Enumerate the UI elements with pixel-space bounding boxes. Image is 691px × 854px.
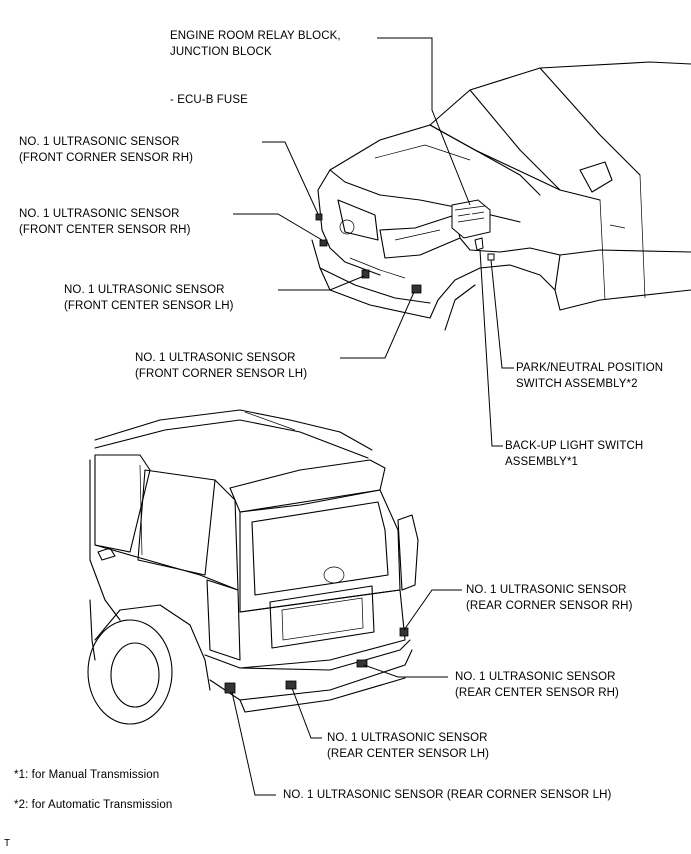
- front-center-sensor-lh: [361, 269, 370, 279]
- label-backup-light-line2: ASSEMBLY*1: [505, 456, 579, 468]
- label-rear-center-lh-line2: (REAR CENTER SENSOR LH): [327, 748, 490, 760]
- backup-light-switch-part: [474, 237, 484, 251]
- leader-rear-corner-lh: [231, 691, 276, 796]
- label-front-corner-lh-line2: (FRONT CORNER SENSOR LH): [135, 368, 308, 380]
- label-front-corner-rh-line1: NO. 1 ULTRASONIC SENSOR: [19, 136, 180, 148]
- front-corner-sensor-lh: [411, 284, 422, 294]
- rear-center-sensor-rh: [356, 659, 368, 668]
- label-front-center-rh-line2: (FRONT CENTER SENSOR RH): [19, 224, 191, 236]
- leader-engine-room-relay: [377, 37, 471, 206]
- leader-front-corner-lh: [340, 291, 415, 359]
- leader-front-center-rh: [233, 213, 323, 241]
- label-engine-room-relay-line1: ENGINE ROOM RELAY BLOCK,: [170, 30, 341, 42]
- label-rear-center-rh-line1: NO. 1 ULTRASONIC SENSOR: [455, 671, 616, 683]
- rear-corner-sensor-rh: [399, 627, 409, 637]
- label-front-center-lh-line1: NO. 1 ULTRASONIC SENSOR: [64, 284, 225, 296]
- label-backup-light-line1: BACK-UP LIGHT SWITCH: [505, 440, 644, 452]
- label-front-corner-rh-line2: (FRONT CORNER SENSOR RH): [19, 152, 194, 164]
- engine-room-relay-block: [451, 199, 491, 239]
- front-corner-sensor-rh: [315, 213, 323, 221]
- leader-rear-center-rh: [363, 664, 448, 678]
- front-vehicle-drawing: [311, 61, 691, 331]
- label-park-neutral-line1: PARK/NEUTRAL POSITION: [516, 362, 664, 374]
- rear-vehicle-drawing: [87, 409, 419, 725]
- leader-rear-center-lh: [291, 687, 322, 739]
- label-engine-room-relay-line2: JUNCTION BLOCK: [170, 46, 272, 58]
- footer-mark: T: [4, 838, 11, 849]
- park-neutral-switch-part: [487, 253, 495, 261]
- label-rear-corner-rh-line1: NO. 1 ULTRASONIC SENSOR: [466, 584, 627, 596]
- leader-front-center-lh: [278, 275, 365, 291]
- label-rear-center-rh-line2: (REAR CENTER SENSOR RH): [455, 687, 619, 699]
- label-rear-corner-rh-line2: (REAR CORNER SENSOR RH): [466, 600, 633, 612]
- label-ecu-b-fuse: - ECU-B FUSE: [170, 94, 248, 106]
- leader-park-neutral: [490, 259, 514, 369]
- leader-rear-corner-rh: [403, 589, 462, 631]
- leader-backup-light: [479, 249, 503, 447]
- label-front-corner-lh-line1: NO. 1 ULTRASONIC SENSOR: [135, 352, 296, 364]
- note-manual-transmission: *1: for Manual Transmission: [14, 769, 160, 781]
- rear-center-sensor-lh: [285, 680, 297, 690]
- rear-corner-sensor-lh: [224, 682, 236, 694]
- front-center-sensor-rh: [319, 239, 328, 247]
- label-park-neutral-line2: SWITCH ASSEMBLY*2: [516, 378, 638, 390]
- note-automatic-transmission: *2: for Automatic Transmission: [14, 799, 173, 811]
- label-front-center-lh-line2: (FRONT CENTER SENSOR LH): [64, 300, 234, 312]
- label-rear-corner-lh: NO. 1 ULTRASONIC SENSOR (REAR CORNER SEN…: [283, 789, 612, 801]
- label-front-center-rh-line1: NO. 1 ULTRASONIC SENSOR: [19, 208, 180, 220]
- leader-front-corner-rh: [262, 141, 319, 215]
- leader-lines: [231, 37, 514, 796]
- label-rear-center-lh-line1: NO. 1 ULTRASONIC SENSOR: [327, 732, 488, 744]
